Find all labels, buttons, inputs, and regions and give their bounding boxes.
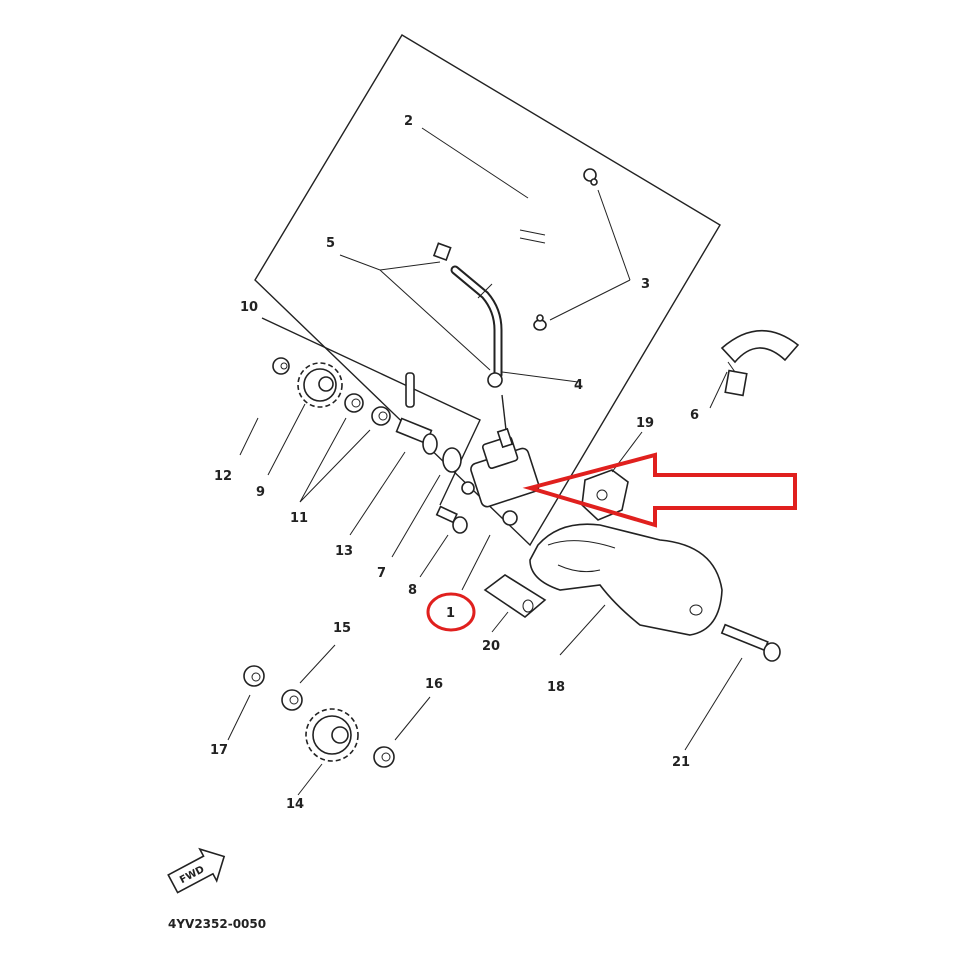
subassembly-frame (261, 317, 481, 506)
label-part-7: 7 (377, 566, 386, 581)
cover-bolt (684, 623, 781, 751)
leader-9 (267, 403, 306, 476)
label-part-12: 12 (214, 469, 232, 484)
leader-18 (559, 604, 606, 656)
leader-4 (501, 371, 579, 383)
label-part-17: 17 (210, 743, 228, 758)
fwd-arrow: FWD (167, 847, 226, 894)
bracket (709, 329, 800, 409)
washer-16 (373, 696, 431, 768)
label-part-2: 2 (404, 114, 413, 129)
label-part-6: 6 (690, 408, 699, 423)
driven-gear (297, 708, 359, 796)
dowel-pin (405, 372, 415, 408)
label-part-3: 3 (641, 277, 650, 292)
hose-upper (519, 172, 591, 303)
clip-lower (533, 314, 547, 331)
leader-2 (421, 127, 529, 199)
pump-shaft (395, 417, 438, 455)
leader-1 (461, 534, 491, 591)
label-part-15: 15 (333, 621, 351, 636)
leader-12 (239, 417, 259, 456)
washer-a (344, 393, 364, 413)
washer-b (371, 406, 391, 426)
leader-15 (299, 644, 336, 684)
leader-16 (394, 696, 431, 741)
hose-lower (432, 242, 503, 388)
circlip-upper (272, 357, 290, 375)
leader-17 (227, 694, 251, 741)
clip-upper (583, 168, 598, 186)
leader-20 (491, 611, 509, 633)
spacer-block (483, 574, 547, 633)
leader-6 (709, 371, 728, 409)
washer-lower (281, 644, 336, 711)
label-part-4: 4 (574, 378, 583, 393)
label-part-5: 5 (326, 236, 335, 251)
drive-gear (297, 362, 343, 408)
leader-8 (419, 534, 449, 578)
label-part-20: 20 (482, 639, 500, 654)
highlight-circle (426, 592, 476, 632)
label-part-13: 13 (335, 544, 353, 559)
leader-21 (684, 657, 743, 751)
label-part-10: 10 (240, 300, 258, 315)
assembly-frame (254, 34, 721, 547)
leader-3a (597, 189, 631, 281)
label-part-21: 21 (672, 755, 690, 770)
leader-5b (379, 269, 491, 371)
label-part-19: 19 (636, 416, 654, 431)
leader-14 (297, 763, 323, 796)
label-part-16: 16 (425, 677, 443, 692)
drawing-code: 4YV2352-0050 (168, 917, 266, 931)
label-part-14: 14 (286, 797, 304, 812)
leader-11 (299, 417, 371, 503)
oil-pump (461, 394, 540, 526)
o-ring (442, 447, 462, 473)
leader-13 (349, 451, 406, 536)
leader-3b (549, 279, 631, 321)
label-part-1: 1 (446, 606, 455, 621)
leader-7 (391, 474, 441, 558)
large-cover (529, 523, 723, 656)
label-part-11: 11 (290, 511, 308, 526)
leader-5 (339, 254, 441, 271)
circlip-lower (227, 665, 265, 741)
pump-bolt (435, 505, 468, 534)
label-part-8: 8 (408, 583, 417, 598)
label-part-18: 18 (547, 680, 565, 695)
highlight-arrow (522, 452, 797, 528)
label-part-9: 9 (256, 485, 265, 500)
